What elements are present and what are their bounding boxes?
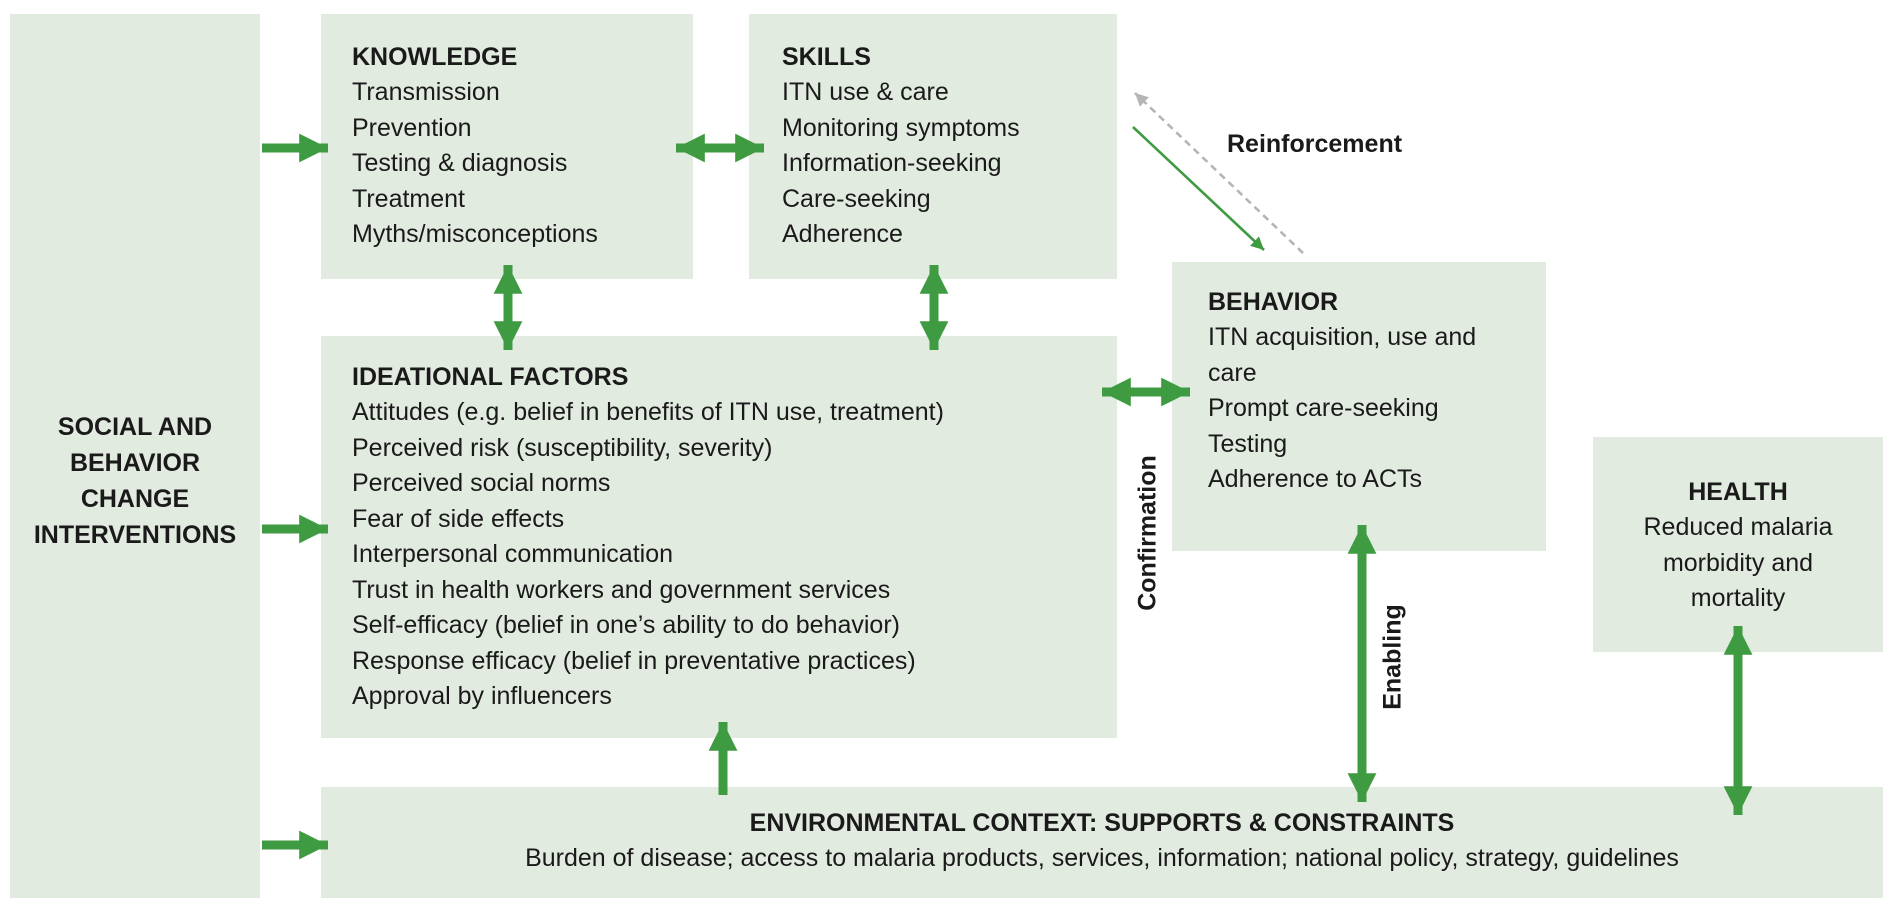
knowledge-item: Myths/misconceptions bbox=[352, 220, 598, 248]
ideational-item: Self-efficacy (belief in one’s ability t… bbox=[352, 611, 900, 639]
ideational-item: Perceived social norms bbox=[352, 469, 611, 497]
sbc-title-line: CHANGE bbox=[80, 485, 190, 513]
behavior-item: Prompt care-seeking bbox=[1208, 394, 1439, 422]
behavior-title: BEHAVIOR bbox=[1208, 288, 1339, 316]
enabling-label: Enabling bbox=[1378, 604, 1407, 710]
health-box: HEALTH Reduced malaria morbidity and mor… bbox=[1593, 437, 1883, 652]
skills-item: Information-seeking bbox=[782, 149, 1002, 177]
ideational-item: Response efficacy (belief in preventativ… bbox=[352, 646, 916, 675]
sbc-title-line: INTERVENTIONS bbox=[33, 521, 237, 549]
knowledge-item: Treatment bbox=[352, 184, 466, 213]
behavior-item: Testing bbox=[1208, 429, 1288, 458]
ideational-item: Approval by influencers bbox=[352, 682, 612, 710]
skills-item: Adherence bbox=[782, 220, 903, 248]
environmental-context-text: Burden of disease; access to malaria pro… bbox=[525, 844, 1679, 872]
ideational-item: Trust in health workers and government s… bbox=[352, 575, 891, 604]
health-text: Reduced malaria morbidity and mortality bbox=[1643, 513, 1833, 612]
skills-item: Care-seeking bbox=[782, 184, 931, 213]
confirmation-label: Confirmation bbox=[1133, 455, 1162, 611]
ideational-factors-box: IDEATIONAL FACTORS Attitudes (e.g. belie… bbox=[321, 336, 1117, 738]
sbc-interventions-title: SOCIAL AND BEHAVIOR CHANGE INTERVENTIONS bbox=[10, 409, 260, 553]
skills-title: SKILLS bbox=[782, 43, 871, 71]
knowledge-item: Testing & diagnosis bbox=[352, 149, 568, 177]
skills-item: ITN use & care bbox=[782, 78, 949, 106]
ideational-item: Attitudes (e.g. belief in benefits of IT… bbox=[352, 398, 944, 426]
ideational-title: IDEATIONAL FACTORS bbox=[352, 363, 629, 391]
knowledge-title: KNOWLEDGE bbox=[352, 43, 518, 71]
knowledge-item: Prevention bbox=[352, 113, 472, 142]
ideational-item: Interpersonal communication bbox=[352, 540, 673, 568]
skills-box: SKILLS ITN use & care Monitoring symptom… bbox=[749, 14, 1117, 279]
sbc-title-line: SOCIAL AND bbox=[57, 413, 213, 441]
ideational-item: Perceived risk (susceptibility, severity… bbox=[352, 433, 773, 462]
sbc-title-line: BEHAVIOR bbox=[69, 449, 201, 477]
knowledge-box: KNOWLEDGE Transmission Prevention Testin… bbox=[321, 14, 693, 279]
reinforcement-label: Reinforcement bbox=[1227, 130, 1403, 158]
skills-item: Monitoring symptoms bbox=[782, 113, 1020, 142]
behavior-box: BEHAVIOR ITN acquisition, use and care P… bbox=[1172, 262, 1546, 551]
arrow-skills-to-behavior bbox=[1132, 126, 1265, 251]
environmental-context-box: ENVIRONMENTAL CONTEXT: SUPPORTS & CONSTR… bbox=[321, 787, 1883, 898]
ideational-item: Fear of side effects bbox=[352, 504, 565, 533]
health-title: HEALTH bbox=[1688, 478, 1788, 506]
behavior-item: ITN acquisition, use and care bbox=[1208, 323, 1477, 387]
sbc-interventions-box: SOCIAL AND BEHAVIOR CHANGE INTERVENTIONS bbox=[10, 14, 260, 898]
environmental-context-title: ENVIRONMENTAL CONTEXT: SUPPORTS & CONSTR… bbox=[749, 809, 1455, 837]
arrow-behavior-to-skills-dashed bbox=[1134, 92, 1304, 254]
knowledge-item: Transmission bbox=[352, 78, 500, 106]
behavior-item: Adherence to ACTs bbox=[1208, 465, 1423, 493]
